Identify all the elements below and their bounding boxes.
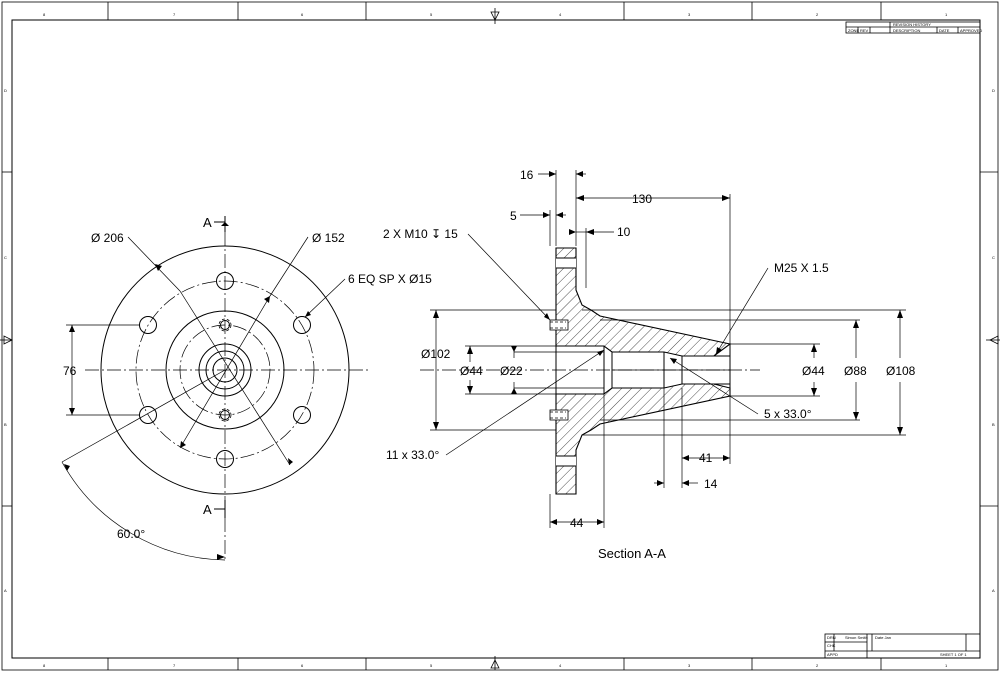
front-view: Ø 206 Ø 152 6 EQ SP X Ø15 76 60.0° A A: [61, 215, 432, 561]
rev-header-description: DESCRIPTION: [893, 28, 920, 33]
rev-header-date: DATE: [939, 28, 950, 33]
zone-left-b: B: [4, 422, 7, 427]
rev-header-rev: REV: [860, 28, 869, 33]
zone-bottom-7: 7: [173, 663, 176, 668]
section-view: 16 5 130 10 2 X M10 ↧ 15 M25 X 1.5 Ø102 …: [383, 168, 916, 561]
revision-block: REVISION HISTORY ZONE REV DESCRIPTION DA…: [845, 21, 982, 34]
zone-right-d: D: [992, 88, 995, 93]
bolt-hole: [216, 450, 234, 468]
dim-dia-102: Ø102: [421, 347, 451, 361]
dim-dia-22: Ø22: [500, 364, 523, 378]
bolt-hole: [293, 406, 311, 424]
hub-circle: [165, 310, 285, 430]
bolt-circle: [135, 280, 315, 460]
bolt-hole: [216, 272, 234, 290]
zone-top-2: 2: [816, 12, 819, 17]
dim-41: 41: [699, 451, 713, 465]
zone-right-c: C: [992, 255, 995, 260]
section-title: Section A-A: [598, 546, 666, 561]
flange-outer-circle: [100, 245, 350, 495]
section-label-bottom: A: [203, 502, 212, 517]
section-upper-body: [555, 247, 732, 357]
zone-top-7: 7: [173, 12, 176, 17]
bore-circle: [198, 343, 252, 397]
sheet-border: [0, 1, 1000, 671]
title-block-appd: APPD: [827, 652, 838, 657]
dim-dia-88: Ø88: [844, 364, 867, 378]
title-block: DRN Simon Smith Date Jan CHK APPD SHEET …: [824, 633, 981, 659]
zone-left-c: C: [4, 255, 7, 260]
dim-dia-44-right: Ø44: [802, 364, 825, 378]
bore-small-circle: [212, 357, 238, 383]
dim-dia-206: Ø 206: [91, 231, 124, 245]
zone-top-6: 6: [301, 12, 304, 17]
zone-bottom-5: 5: [430, 663, 433, 668]
title-block-chk: CHK: [827, 643, 836, 648]
dim-dia-44-left: Ø44: [460, 364, 483, 378]
dim-angle-60: 60.0°: [117, 527, 145, 541]
dim-thread: M25 X 1.5: [774, 261, 829, 275]
zone-left-d: D: [4, 88, 7, 93]
dim-dia-108: Ø108: [886, 364, 916, 378]
revision-title: REVISION HISTORY: [893, 22, 931, 27]
dim-chamfer-large: 11 x 33.0°: [386, 448, 439, 462]
rev-header-approved: APPROVED: [960, 28, 982, 33]
zone-bottom-8: 8: [43, 663, 46, 668]
title-block-sheet: SHEET 1 OF 1: [940, 652, 967, 657]
zone-right-b: B: [992, 422, 995, 427]
title-block-drn: DRN: [827, 635, 836, 640]
dim-dia-152: Ø 152: [312, 231, 345, 245]
bore-inner-circle: [205, 350, 245, 390]
zone-bottom-6: 6: [301, 663, 304, 668]
title-block-date: Date Jan: [875, 635, 891, 640]
zone-bottom-3: 3: [688, 663, 691, 668]
dim-bolt-holes: 6 EQ SP X Ø15: [348, 272, 432, 286]
title-block-drawn-by: Simon Smith: [845, 635, 868, 640]
rev-header-zone: ZONE: [848, 28, 859, 33]
bolt-hole: [293, 316, 311, 334]
tap-pcd-circle: [179, 324, 271, 416]
zone-top-4: 4: [559, 12, 562, 17]
dim-tapped-holes: 2 X M10 ↧ 15: [383, 227, 458, 241]
tapped-holes: [218, 318, 232, 422]
zone-top-8: 8: [43, 12, 46, 17]
zone-right-a: A: [992, 588, 995, 593]
zone-markers: 8 7 6 5 4 3 2 1 8 7 6 5 4 3 2 1 D C B A …: [4, 12, 995, 668]
bolt-holes: [139, 272, 311, 468]
dim-5: 5: [510, 209, 517, 223]
dim-76: 76: [63, 364, 77, 378]
dim-10: 10: [617, 225, 631, 239]
section-label-top: A: [203, 215, 212, 230]
zone-bottom-1: 1: [945, 663, 948, 668]
zone-top-5: 5: [430, 12, 433, 17]
dim-44-bottom: 44: [570, 516, 584, 530]
zone-top-1: 1: [945, 12, 948, 17]
dim-14: 14: [704, 477, 718, 491]
dim-chamfer-small: 5 x 33.0°: [764, 407, 812, 421]
zone-bottom-2: 2: [816, 663, 819, 668]
zone-left-a: A: [4, 588, 7, 593]
zone-top-3: 3: [688, 12, 691, 17]
dim-16: 16: [520, 168, 534, 182]
dim-130: 130: [632, 192, 652, 206]
zone-bottom-4: 4: [559, 663, 562, 668]
